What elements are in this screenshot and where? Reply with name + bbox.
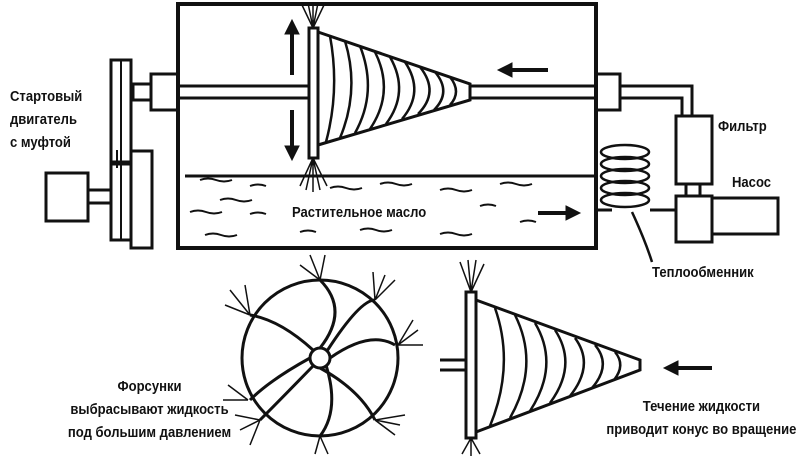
label-line: с муфтой: [10, 135, 71, 151]
starter-motor-label: Стартовый двигатель с муфтой: [10, 86, 82, 155]
label-line: двигатель: [10, 112, 77, 128]
coupling-left: [149, 72, 180, 112]
filter-label: Фильтр: [718, 119, 767, 135]
heat-exchanger-label: Теплообменник: [652, 265, 754, 281]
vegetable-oil-label: Растительное масло: [292, 205, 427, 221]
coupling-right: [594, 72, 622, 112]
label-line: Стартовый: [10, 89, 83, 105]
heat-exchanger: [596, 143, 676, 263]
nozzle-bar: [307, 26, 320, 160]
oil-waves: [189, 177, 537, 238]
filter: [674, 114, 714, 186]
pump-label: Насос: [732, 175, 772, 191]
starter-motor: [44, 171, 90, 223]
cone-detail: [440, 259, 642, 456]
nozzles-caption: Форсунки выбрасывают жидкость под больши…: [64, 376, 235, 445]
pump: [674, 194, 714, 244]
tank: [176, 2, 598, 250]
nozzle-wheel: [223, 254, 423, 455]
spray: [299, 2, 328, 192]
label-line: выбрасывают жидкость: [70, 402, 229, 418]
label-line: Течение жидкости: [642, 399, 761, 415]
label-line: Форсунки: [117, 379, 182, 395]
cone: [317, 30, 472, 147]
label-line: приводит конус во вращение: [606, 422, 797, 438]
flow-caption: Течение жидкости приводит конус во враще…: [606, 396, 797, 442]
label-line: под большим давлением: [67, 425, 232, 441]
cone-hatching: [324, 35, 458, 143]
